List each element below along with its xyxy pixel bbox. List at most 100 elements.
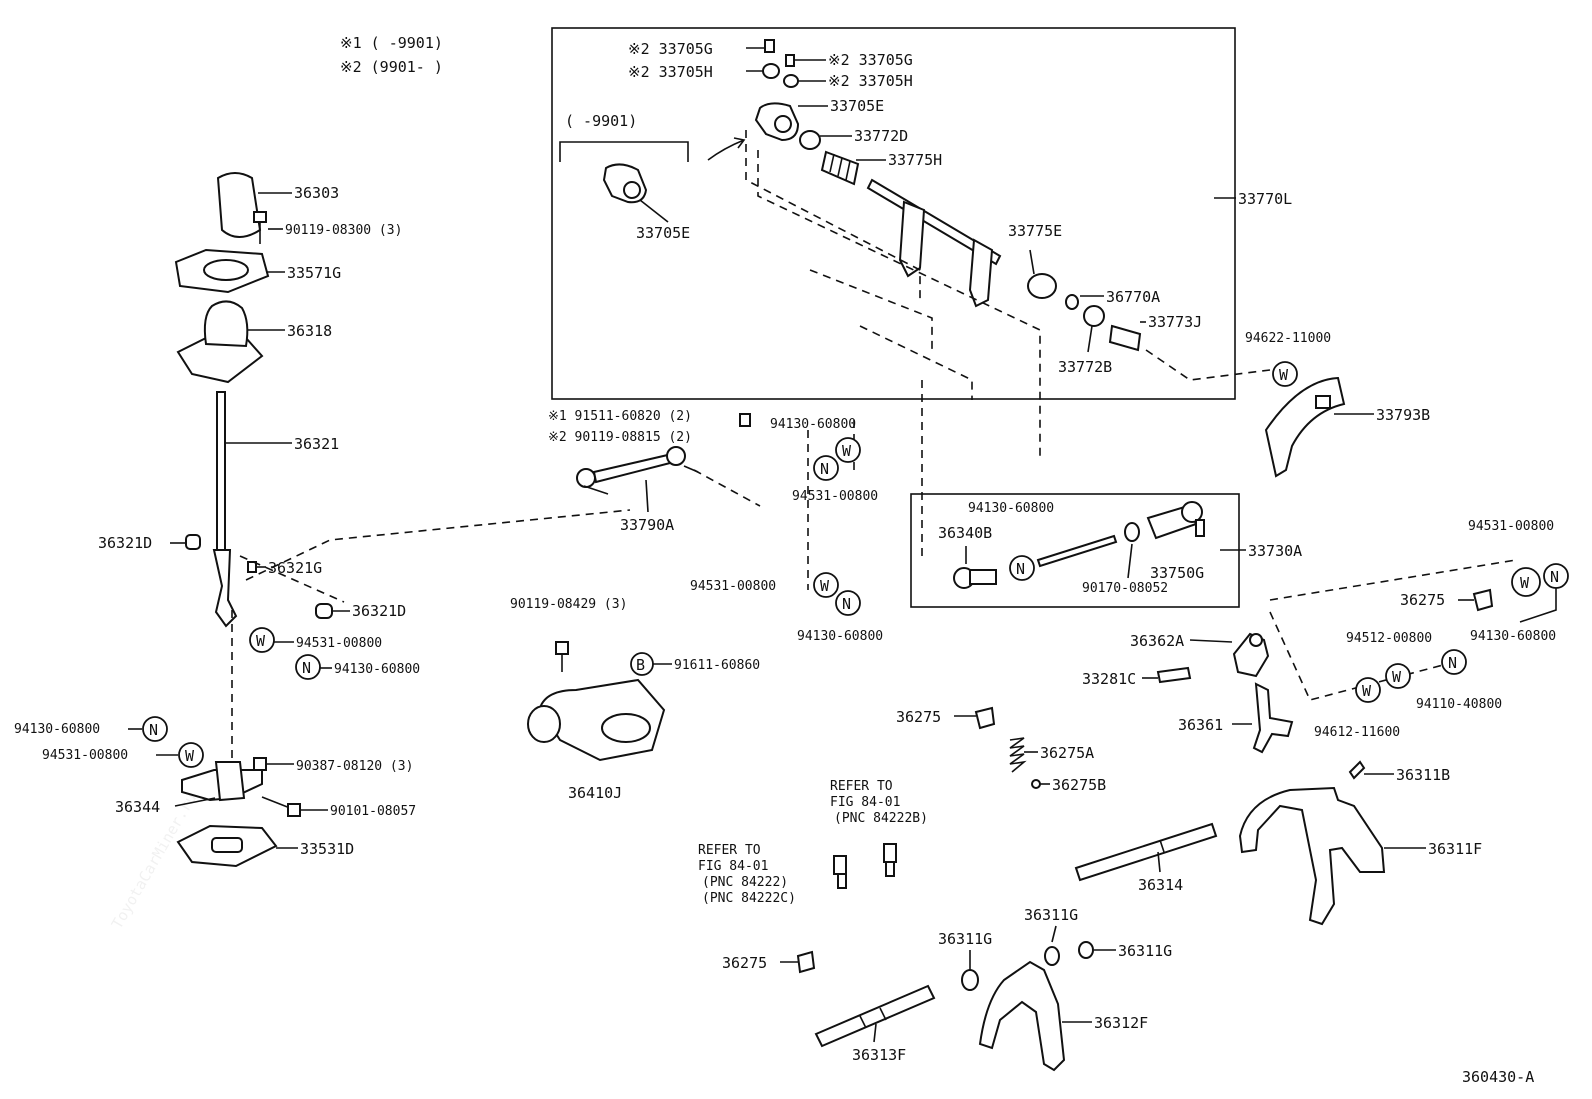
washer-W-d: W (820, 577, 830, 595)
nut-N-e: N (1016, 560, 1025, 578)
label-90119-08429: 90119-08429 (3) (510, 597, 627, 612)
label-33571G: 33571G (287, 264, 341, 282)
label-36311G-c: 36311G (1118, 942, 1172, 960)
label-94130-a: 94130-60800 (334, 662, 420, 677)
label-36318: 36318 (287, 322, 332, 340)
label-36314: 36314 (1138, 876, 1183, 894)
washer-symbol-a (249, 627, 275, 653)
shaft-36313F (814, 984, 936, 1048)
label-36303: 36303 (294, 184, 339, 202)
label-33790A: 33790A (620, 516, 674, 534)
refer-1-line-2: FIG 84-01 (830, 795, 900, 810)
washer-symbol-94622 (1272, 361, 1298, 387)
washer-symbol-e (1511, 567, 1541, 597)
shift-fork-36311F (1238, 786, 1386, 926)
label-94110-40800: 94110-40800 (1416, 697, 1502, 712)
label-33281C: 33281C (1082, 670, 1136, 688)
label-33705H-left: ※2 33705H (628, 63, 713, 81)
plug-36275-c (796, 950, 816, 974)
bushing-36321D-b (315, 603, 333, 619)
grommet-33705G-right (785, 54, 795, 67)
nut-N-a: N (302, 659, 311, 677)
spring-36275A (1009, 737, 1027, 773)
collar-33705H-left (762, 63, 780, 79)
refer-2-line-2: FIG 84-01 (698, 859, 768, 874)
label-94622-11000: 94622-11000 (1245, 331, 1331, 346)
washer-W-b: W (185, 747, 195, 765)
washer-W-a: W (256, 632, 266, 650)
boot-retainer-33571G (174, 248, 270, 294)
boot-33775H (820, 150, 860, 186)
control-rod-33790A (576, 446, 699, 495)
label-36344: 36344 (115, 798, 160, 816)
nut-symbol-c (813, 455, 839, 481)
nut-symbol-94110 (1441, 649, 1467, 675)
label-33750G: 33750G (1150, 564, 1204, 582)
lever-36362A (1232, 632, 1270, 678)
label-90101-08057: 90101-08057 (330, 804, 416, 819)
nut-N-f: N (1550, 568, 1559, 586)
nut-N-d: N (842, 595, 851, 613)
label-94130-e: 94130-60800 (968, 501, 1054, 516)
bolt-90119-08300 (253, 211, 267, 244)
label-36311G-b: 36311G (1024, 906, 1078, 924)
shaft-36314 (1074, 822, 1218, 882)
note-1: ※1 ( -9901) (340, 34, 443, 52)
shift-boot-36318 (176, 300, 264, 384)
label-91511-60820: ※1 91511-60820 (2) (548, 409, 692, 424)
bushing-36311G-c (1078, 941, 1094, 959)
switch-84222 (833, 855, 847, 889)
label-33772D: 33772D (854, 127, 908, 145)
washer-symbol-c (835, 437, 861, 463)
bolt-B: B (636, 656, 645, 674)
bolt-90101-08057 (261, 796, 301, 817)
label-94531-e: 94531-00800 (1468, 519, 1554, 534)
pin-36321G (247, 561, 257, 573)
label-36321D-a: 36321D (98, 534, 152, 552)
refer-1-line-1: REFER TO (830, 779, 893, 794)
label-90170-08052: 90170-08052 (1082, 581, 1168, 596)
label-33705H-right: ※2 33705H (828, 72, 913, 90)
label-33770L: 33770L (1238, 190, 1292, 208)
nut-symbol-e (1009, 555, 1035, 581)
boot-33773J (1108, 324, 1142, 352)
nut-N-b: N (149, 721, 158, 739)
label-36340B: 36340B (938, 524, 992, 542)
label-36311G-a: 36311G (938, 930, 992, 948)
label-36275-b: 36275 (896, 708, 941, 726)
label-36311B: 36311B (1396, 766, 1450, 784)
nut-symbol-a (295, 654, 321, 680)
box-33770L (551, 27, 1236, 400)
bolt-91511 (739, 413, 751, 427)
label-36321G: 36321G (268, 559, 322, 577)
inset-arrow (707, 137, 746, 161)
pin-33281C (1156, 666, 1192, 684)
ring-36770A (1065, 294, 1079, 310)
shift-housing-36410J (527, 678, 666, 762)
washer-W-94622: W (1279, 366, 1289, 384)
bolt-90119-08429 (555, 641, 569, 672)
label-36362A: 36362A (1130, 632, 1184, 650)
bracket-33705E-inset (602, 163, 648, 204)
grommet-33705G-left (764, 39, 775, 53)
label-33705E: 33705E (830, 97, 884, 115)
plug-36275-a (1472, 588, 1494, 612)
label-33775E: 33775E (1008, 222, 1062, 240)
label-33775H: 33775H (888, 151, 942, 169)
switch-84222B (883, 843, 897, 877)
washer-symbol-94612 (1355, 677, 1381, 703)
washer-W-e: W (1520, 574, 1530, 592)
label-36361: 36361 (1178, 716, 1223, 734)
inset-bracket (559, 141, 689, 162)
label-94531-a: 94531-00800 (296, 636, 382, 651)
label-33531D: 33531D (300, 840, 354, 858)
refer-2-line-3: (PNC 84222) (702, 875, 788, 890)
bushing-36311G-b (1044, 946, 1060, 966)
bracket-33705E (754, 102, 800, 142)
label-94612-11600: 94612-11600 (1314, 725, 1400, 740)
label-33772B: 33772B (1058, 358, 1112, 376)
label-36312F: 36312F (1094, 1014, 1148, 1032)
label-94130-c: 94130-60800 (770, 417, 856, 432)
label-94130-b: 94130-60800 (14, 722, 100, 737)
